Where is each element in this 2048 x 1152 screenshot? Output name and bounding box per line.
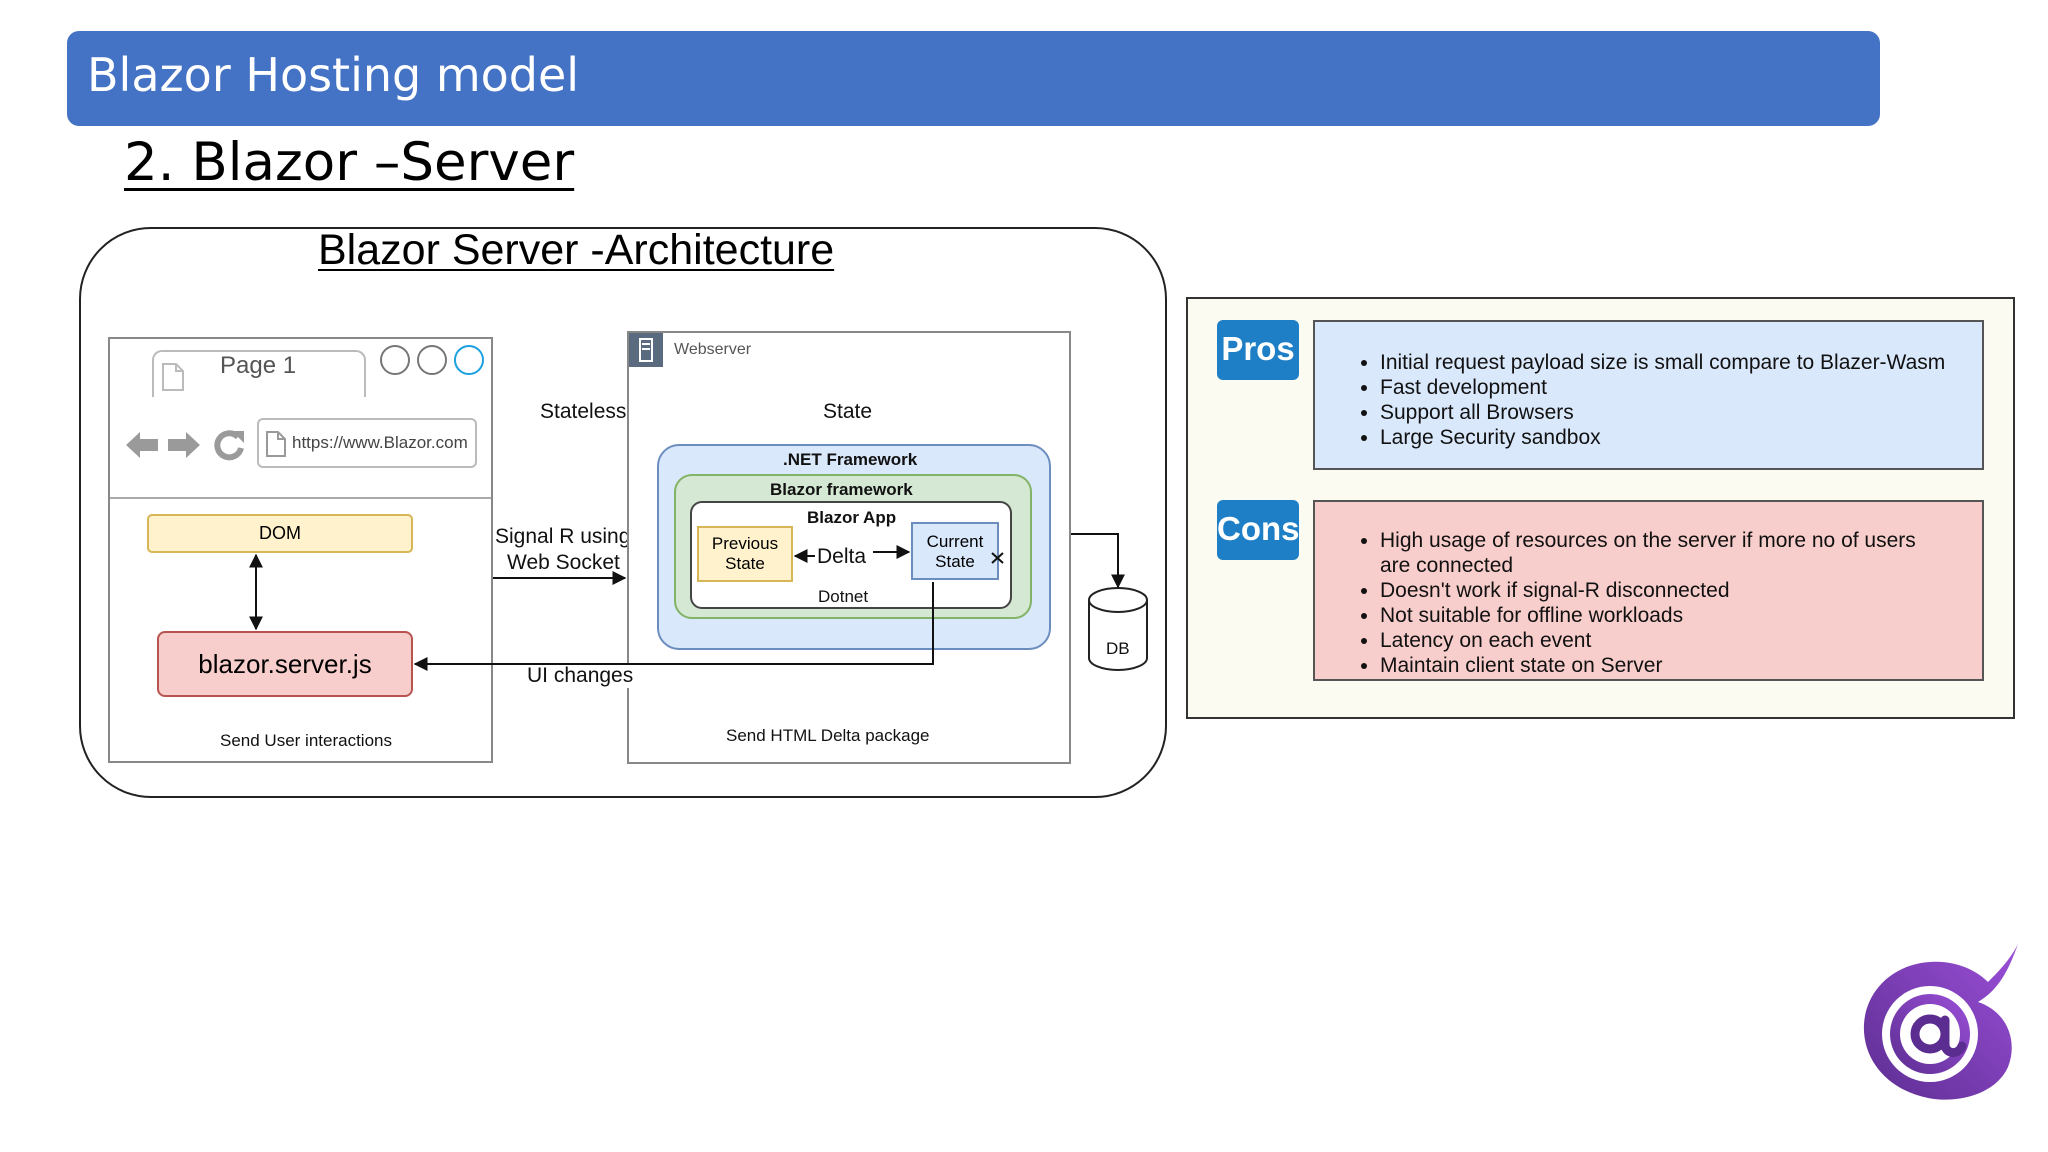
cons-badge: Cons <box>1217 500 1300 560</box>
blazor-server-js-box: blazor.server.js <box>157 631 413 697</box>
reload-icon <box>214 430 244 461</box>
back-arrow-icon <box>126 432 158 458</box>
current-state-line2: State <box>935 552 975 571</box>
net-framework-label: .NET Framework <box>783 450 918 469</box>
page-icon <box>162 363 184 391</box>
pros-item: Support all Browsers <box>1380 400 1945 425</box>
current-state-marker <box>991 552 1004 564</box>
dom-box: DOM <box>147 514 413 553</box>
pros-box: Initial request payload size is small co… <box>1313 320 1984 470</box>
current-state-box: Current State <box>911 522 999 580</box>
blazor-logo-icon <box>1863 944 2018 1100</box>
cons-list: High usage of resources on the server if… <box>1315 528 1940 678</box>
pros-item: Large Security sandbox <box>1380 425 1945 450</box>
forward-arrow-icon <box>168 432 200 458</box>
url-text: https://www.Blazor.com <box>292 433 468 452</box>
current-state-line1: Current <box>926 532 984 551</box>
browser-tab <box>152 350 366 397</box>
database-icon <box>1088 587 1148 671</box>
cons-item: Maintain client state on Server <box>1380 653 1940 678</box>
cons-box: High usage of resources on the server if… <box>1313 500 1984 681</box>
window-button-3 <box>454 345 484 375</box>
previous-state-line2: State <box>725 554 765 573</box>
architecture-frame <box>79 227 1167 798</box>
browser-footer: Send User interactions <box>220 731 392 750</box>
pros-item: Initial request payload size is small co… <box>1380 350 1945 375</box>
url-page-icon <box>266 431 286 457</box>
server-to-db-arrow <box>1071 533 1125 589</box>
previous-state-box: Previous State <box>697 526 793 582</box>
window-button-2 <box>417 345 447 375</box>
cons-item: Doesn't work if signal-R disconnected <box>1380 578 1940 603</box>
blazor-framework-label: Blazor framework <box>770 480 913 499</box>
ui-changes-label: UI changes <box>525 664 636 688</box>
architecture-title: Blazor Server -Architecture <box>318 226 835 274</box>
pros-item: Fast development <box>1380 375 1945 400</box>
delta-label: Delta <box>817 545 867 568</box>
signalr-label-line1: Signal R using <box>495 525 631 548</box>
state-label: State <box>823 400 873 423</box>
cons-item: High usage of resources on the server if… <box>1380 528 1940 578</box>
blazor-app-label: Blazor App <box>807 508 897 527</box>
previous-state-line1: Previous <box>711 534 779 553</box>
stateless-label: Stateless <box>540 400 627 423</box>
server-footer: Send HTML Delta package <box>726 726 930 745</box>
dotnet-label: Dotnet <box>818 587 869 606</box>
ui-changes-arrow <box>413 582 934 671</box>
browser-toolbar-divider <box>110 497 491 499</box>
server-icon <box>629 333 663 367</box>
signalr-label-line2: Web Socket <box>507 551 620 574</box>
url-bar <box>257 418 477 468</box>
browser-tab-label: Page 1 <box>220 352 297 379</box>
slide-subtitle: 2. Blazor –Server <box>124 132 575 193</box>
cons-item: Latency on each event <box>1380 628 1940 653</box>
webserver-label: Webserver <box>674 341 752 358</box>
pros-badge: Pros <box>1217 320 1299 380</box>
pros-list: Initial request payload size is small co… <box>1315 350 1945 450</box>
header-bar <box>67 31 1880 126</box>
header-title: Blazor Hosting model <box>87 48 580 102</box>
database-label: DB <box>1106 639 1130 658</box>
window-button-1 <box>380 345 410 375</box>
cons-item: Not suitable for offline workloads <box>1380 603 1940 628</box>
